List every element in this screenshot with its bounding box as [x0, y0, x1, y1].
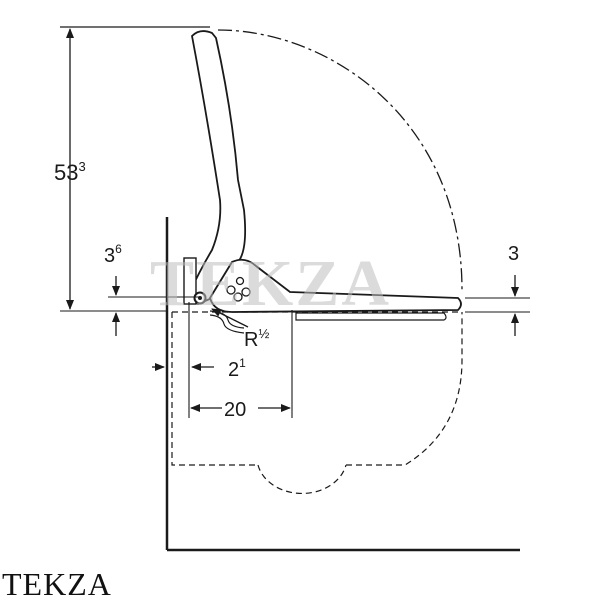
watermark-text: TEKZA: [150, 247, 391, 320]
dim-height-total-label: 533: [54, 159, 86, 185]
toilet-bowl-outline: [171, 311, 463, 495]
thread-size-label: R½: [244, 326, 269, 351]
dim-depth-extension-lines: [188, 302, 293, 418]
lid-swing-arc: [217, 29, 463, 291]
water-connection: [193, 291, 249, 334]
seat-and-lid: [183, 30, 462, 321]
dim-reference-lines: [60, 296, 530, 313]
dim-height-small-left-label: 36: [104, 242, 122, 267]
control-buttons: [226, 276, 251, 302]
dim-height-total: [60, 26, 210, 310]
dim-depth-small-label: 21: [228, 356, 246, 381]
dim-height-small-right-label: 3: [508, 243, 519, 265]
wall-floor-lines: [165, 217, 520, 552]
dim-depth-large-label: 20: [224, 399, 246, 421]
brand-label: TEKZA: [2, 566, 112, 602]
